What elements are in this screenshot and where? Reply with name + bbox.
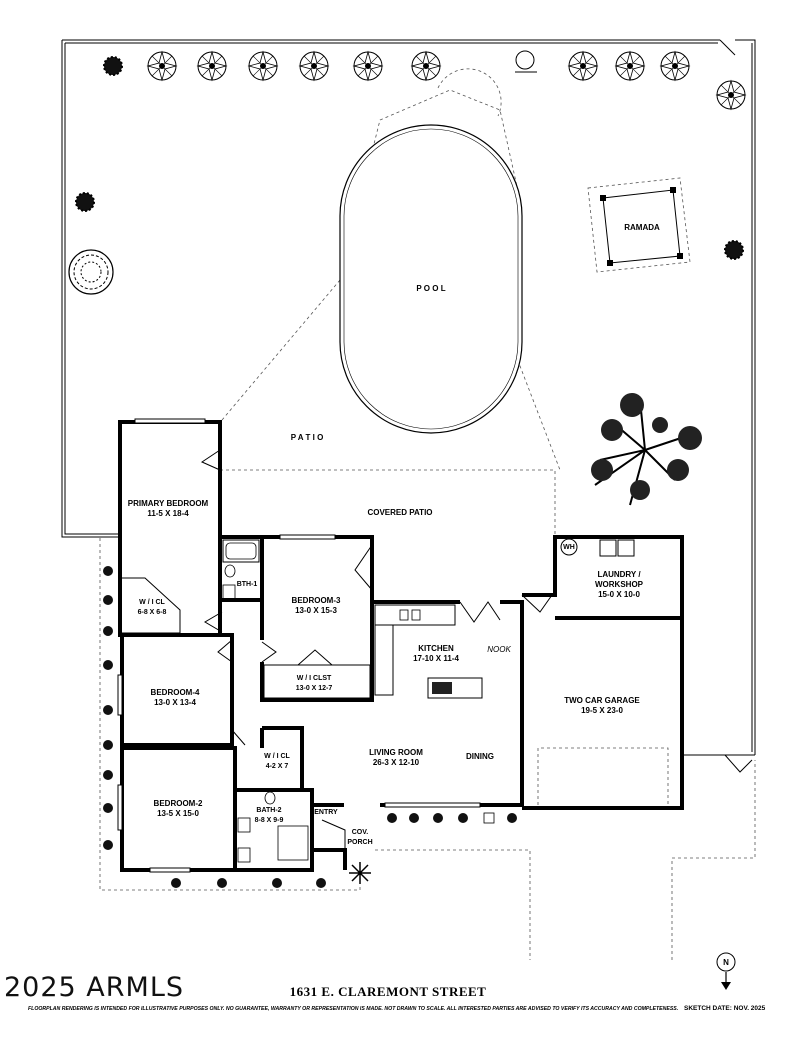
palm-tree-row [147, 51, 746, 110]
door-swings [200, 449, 753, 850]
property-address: 1631 E. CLAREMONT STREET [289, 984, 487, 999]
copyright-watermark: 2025 ARMLS [4, 972, 185, 1003]
bedroom-2-dims: 13-5 X 15-0 [157, 809, 199, 818]
porch-plant [349, 862, 371, 884]
ramada: RAMADA [587, 177, 691, 273]
ramada-label: RAMADA [624, 223, 660, 232]
bath-2-fixtures [237, 791, 309, 863]
laundry-fixtures: WH [560, 538, 635, 557]
dining-label: DINING [466, 752, 494, 761]
living-room-name: LIVING ROOM [369, 748, 423, 757]
primary-wic-name: W / I CL [139, 599, 165, 606]
disclaimer-text: FLOORPLAN RENDERING IS INTENDED FOR ILLU… [28, 1006, 679, 1012]
front-shrubs [103, 566, 517, 888]
bedroom-4-dims: 13-0 X 13-4 [154, 698, 196, 707]
garage-name: TWO CAR GARAGE [564, 696, 640, 705]
bath-1-fixtures [222, 539, 260, 600]
bedroom-3-closet-name: W / I CLST [297, 675, 332, 682]
round-tree [68, 249, 114, 295]
bedroom-2-name: BEDROOM-2 [154, 799, 203, 808]
laundry-name: LAUNDRY / [597, 570, 641, 579]
laundry-dims: 15-0 X 10-0 [598, 590, 640, 599]
large-tree [591, 393, 702, 506]
bedroom-3-name: BEDROOM-3 [292, 596, 341, 605]
covered-patio: COVERED PATIO [220, 469, 556, 590]
water-heater-label: WH [563, 544, 575, 551]
garage-door [537, 747, 755, 805]
porch-name-2: PORCH [347, 839, 372, 846]
windows [117, 534, 481, 873]
bath-2-dims: 8-8 X 9-9 [255, 817, 284, 824]
primary-wic-dims: 6-8 X 6-8 [138, 609, 167, 616]
living-room-dims: 26-3 X 12-10 [373, 758, 420, 767]
wic-2-dims: 4-2 X 7 [266, 763, 289, 770]
bedroom-3-closet-dims: 13-0 X 12-7 [296, 685, 333, 692]
bedroom-4-name: BEDROOM-4 [151, 688, 200, 697]
north-arrow-icon: N [716, 952, 736, 990]
kitchen-fixtures [374, 604, 483, 699]
nook-label: NOOK [487, 645, 511, 654]
garage-dims: 19-5 X 23-0 [581, 706, 623, 715]
kitchen-name: KITCHEN [418, 644, 454, 653]
north-label: N [723, 958, 729, 967]
laundry-name-2: WORKSHOP [595, 580, 644, 589]
room-labels: PRIMARY BEDROOM 11-5 X 18-4 W / I CL 6-8… [128, 499, 644, 846]
entry-label: ENTRY [314, 809, 338, 816]
primary-bedroom-dims: 11-5 X 18-4 [147, 509, 189, 518]
fountain [515, 50, 535, 70]
bath-2-name: BATH-2 [256, 807, 281, 814]
pool-label: P O O L [416, 284, 445, 293]
house-walls [118, 418, 684, 872]
pool: P O O L [339, 68, 523, 434]
bath-1-name: BTH-1 [237, 581, 258, 588]
yard-boundary [61, 39, 756, 960]
kitchen-dims: 17-10 X 11-4 [413, 654, 459, 663]
wic-2-name: W / I CL [264, 753, 290, 760]
sketch-date: SKETCH DATE: NOV. 2025 [684, 1005, 766, 1012]
patio-label: P A T I O [291, 433, 324, 442]
primary-bedroom-name: PRIMARY BEDROOM [128, 499, 209, 508]
bedroom-3-dims: 13-0 X 15-3 [295, 606, 337, 615]
porch-name: COV. [352, 829, 369, 836]
covered-patio-label: COVERED PATIO [367, 508, 432, 517]
